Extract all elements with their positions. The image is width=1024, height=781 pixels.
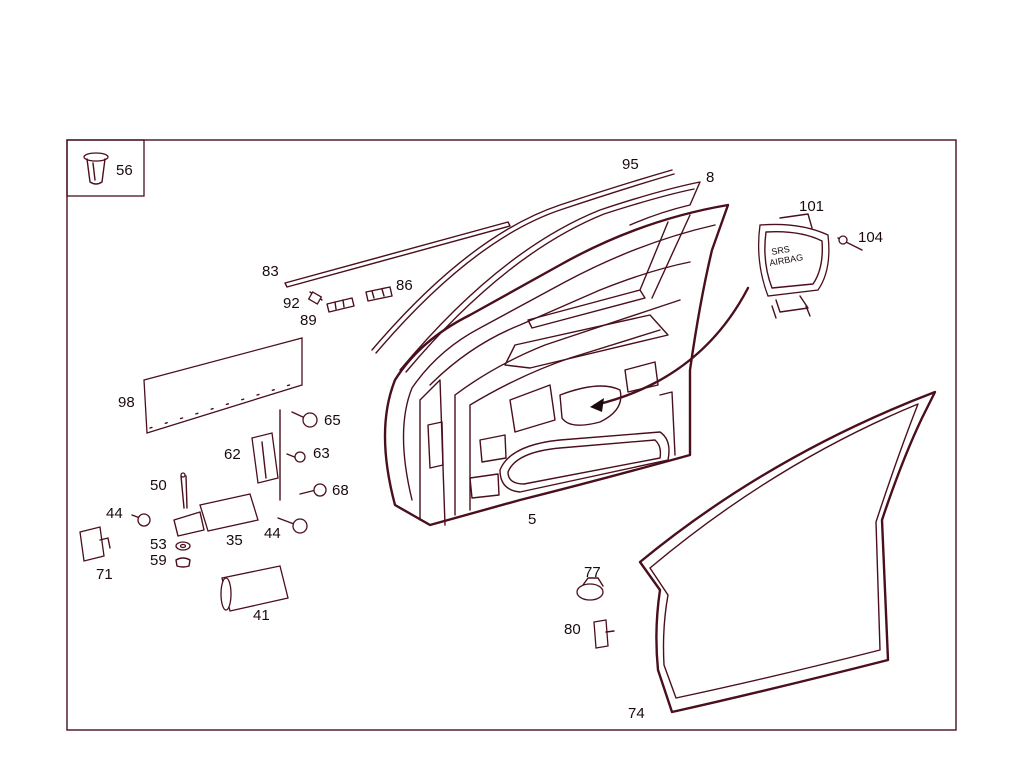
callout-65: 65 xyxy=(324,412,341,429)
callout-44-left: 44 xyxy=(106,505,123,522)
callout-89: 89 xyxy=(300,312,317,329)
part-104-screw[interactable] xyxy=(837,235,863,251)
part-71-bracket[interactable] xyxy=(79,526,111,562)
part-41-cover[interactable] xyxy=(220,565,289,612)
callout-77: 77 xyxy=(584,564,601,581)
part-74-door-seal[interactable] xyxy=(638,390,937,714)
callout-104: 104 xyxy=(858,229,883,246)
callout-56: 56 xyxy=(116,162,133,179)
callout-98: 98 xyxy=(118,394,135,411)
part-95-rail[interactable] xyxy=(371,169,675,354)
callout-35: 35 xyxy=(226,532,243,549)
part-63-bolt[interactable] xyxy=(286,451,306,463)
callout-8: 8 xyxy=(706,169,714,186)
callout-68: 68 xyxy=(332,482,349,499)
part-53-washer[interactable] xyxy=(175,541,191,551)
inset-box-56 xyxy=(66,139,145,197)
callout-53: 53 xyxy=(150,536,167,553)
part-35-door-check[interactable] xyxy=(173,493,259,537)
callout-95: 95 xyxy=(622,156,639,173)
callout-5: 5 xyxy=(528,511,536,528)
callout-86: 86 xyxy=(396,277,413,294)
part-44-bolt-left[interactable] xyxy=(131,513,151,527)
part-101-airbag-module[interactable]: SRS AIRBAG xyxy=(758,213,830,319)
part-68-bolt[interactable] xyxy=(299,483,327,497)
callout-71: 71 xyxy=(96,566,113,583)
part-8-frame-strip[interactable] xyxy=(399,181,701,373)
callout-50: 50 xyxy=(150,477,167,494)
part-59-clip[interactable] xyxy=(175,557,191,568)
part-77-clip[interactable] xyxy=(576,577,604,601)
airbag-label-srs: SRS xyxy=(771,244,791,257)
part-98-sheet[interactable] xyxy=(143,337,303,434)
callout-63: 63 xyxy=(313,445,330,462)
part-80-clip[interactable] xyxy=(593,619,615,649)
diagram-frame xyxy=(66,139,957,731)
callout-80: 80 xyxy=(564,621,581,638)
callout-59: 59 xyxy=(150,552,167,569)
airbag-route-arrow xyxy=(590,286,750,412)
part-89-clip[interactable] xyxy=(326,297,355,313)
part-92-pin[interactable] xyxy=(307,291,323,305)
part-86-clip[interactable] xyxy=(365,286,393,302)
part-44-bolt-right[interactable] xyxy=(277,517,308,534)
callout-74: 74 xyxy=(628,705,645,722)
callout-62: 62 xyxy=(224,446,241,463)
part-65-bolt[interactable] xyxy=(291,411,318,428)
callout-101: 101 xyxy=(799,198,824,215)
callout-44-right: 44 xyxy=(264,525,281,542)
part-83-molding[interactable] xyxy=(284,221,511,288)
callout-92: 92 xyxy=(283,295,300,312)
part-56-clip[interactable] xyxy=(83,152,109,185)
part-62-hinge[interactable] xyxy=(251,409,281,501)
callout-41: 41 xyxy=(253,607,270,624)
part-5-door-shell[interactable] xyxy=(383,203,730,527)
part-50-pin[interactable] xyxy=(180,472,188,509)
callout-83: 83 xyxy=(262,263,279,280)
